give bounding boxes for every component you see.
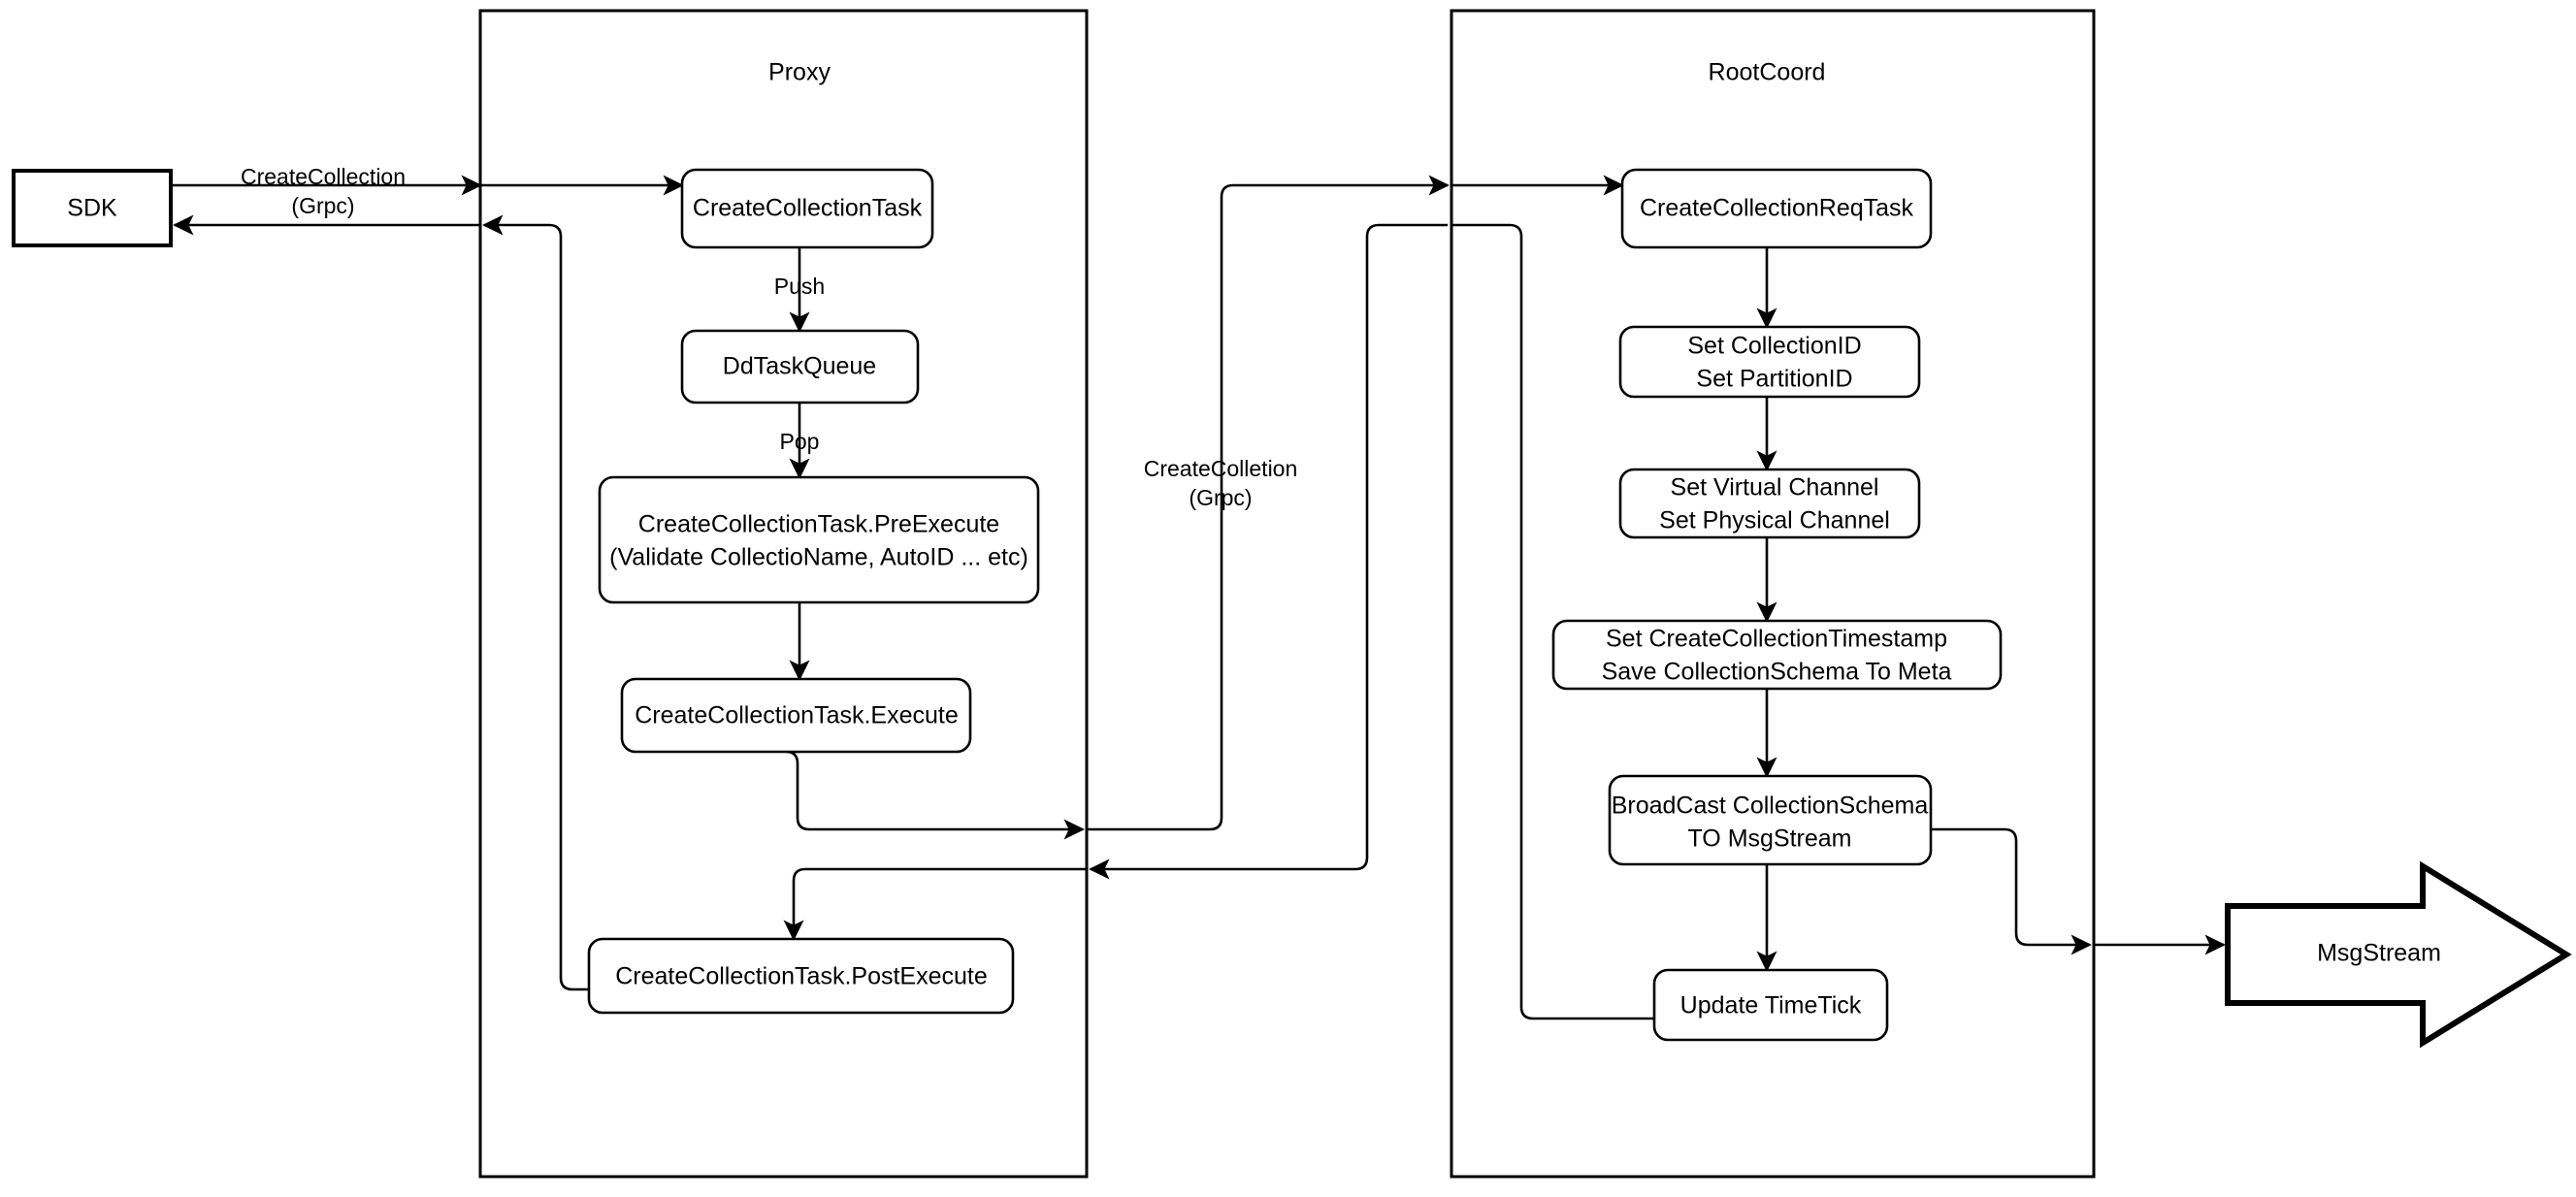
node-create-collection-task-label: CreateCollectionTask <box>693 195 923 222</box>
edge-label-pop: Pop <box>780 429 820 454</box>
node-pre-execute-line-2: (Validate CollectioName, AutoID ... etc) <box>609 544 1028 571</box>
node-set-ids[interactable] <box>1618 325 1921 399</box>
node-pre-execute[interactable] <box>598 475 1040 604</box>
edge-label-create-colletion-grpc-line-2: (Grpc) <box>1189 485 1252 510</box>
edge-post-execute-to-sdk <box>482 214 589 991</box>
edge-return-into-post-execute <box>783 867 1087 941</box>
edge-label-push: Push <box>774 274 825 299</box>
edge-update-timetick-to-return <box>1451 223 1654 1020</box>
node-broadcast-line-1: BroadCast CollectionSchema <box>1612 793 1929 820</box>
node-post-execute[interactable] <box>587 937 1015 1015</box>
node-set-timestamp[interactable] <box>1551 619 2003 691</box>
sdk-label: SDK <box>67 195 117 222</box>
node-set-timestamp-line-2: Save CollectionSchema To Meta <box>1602 659 1952 686</box>
node-broadcast[interactable] <box>1608 774 1933 866</box>
edge-label-create-colletion-grpc-line-1: CreateColletion <box>1144 456 1298 481</box>
node-set-timestamp-line-1: Set CreateCollectionTimestamp <box>1606 626 1947 653</box>
node-update-timetick-label: Update TimeTick <box>1680 992 1862 1019</box>
node-set-ids-line-1: Set CollectionID <box>1687 333 1861 360</box>
node-create-collection-req-task-label: CreateCollectionReqTask <box>1640 195 1914 222</box>
node-execute-label: CreateCollectionTask.Execute <box>635 702 959 729</box>
node-set-channels-line-1: Set Virtual Channel <box>1671 474 1879 501</box>
rootcoord-container-title: RootCoord <box>1709 59 1826 86</box>
node-execute[interactable] <box>620 677 972 754</box>
edge-execute-rail-right <box>1087 175 1450 831</box>
sdk-box[interactable] <box>12 169 173 247</box>
node-create-collection-req-task[interactable] <box>1620 168 1933 249</box>
node-post-execute-label: CreateCollectionTask.PostExecute <box>615 963 988 990</box>
edge-rootcoord-return-rail <box>1089 223 1448 880</box>
edge-broadcast-to-msgstream <box>1931 827 2092 955</box>
msgstream-block-arrow[interactable] <box>2225 860 2572 1049</box>
msgstream-label: MsgStream <box>2317 940 2441 967</box>
edge-label-create-collection-grpc-line-1: CreateCollection <box>241 164 406 189</box>
node-set-channels[interactable] <box>1618 468 1921 539</box>
node-dd-task-queue[interactable] <box>680 329 920 404</box>
node-pre-execute-line-1: CreateCollectionTask.PreExecute <box>638 511 999 538</box>
node-broadcast-line-2: TO MsgStream <box>1687 825 1851 853</box>
node-set-ids-line-2: Set PartitionID <box>1696 366 1852 393</box>
node-update-timetick[interactable] <box>1652 968 1889 1042</box>
edge-label-create-collection-grpc-line-2: (Grpc) <box>291 193 354 218</box>
node-dd-task-queue-label: DdTaskQueue <box>723 353 876 380</box>
node-set-channels-line-2: Set Physical Channel <box>1659 507 1890 534</box>
node-create-collection-task[interactable] <box>680 168 934 249</box>
proxy-container-title: Proxy <box>768 59 831 86</box>
